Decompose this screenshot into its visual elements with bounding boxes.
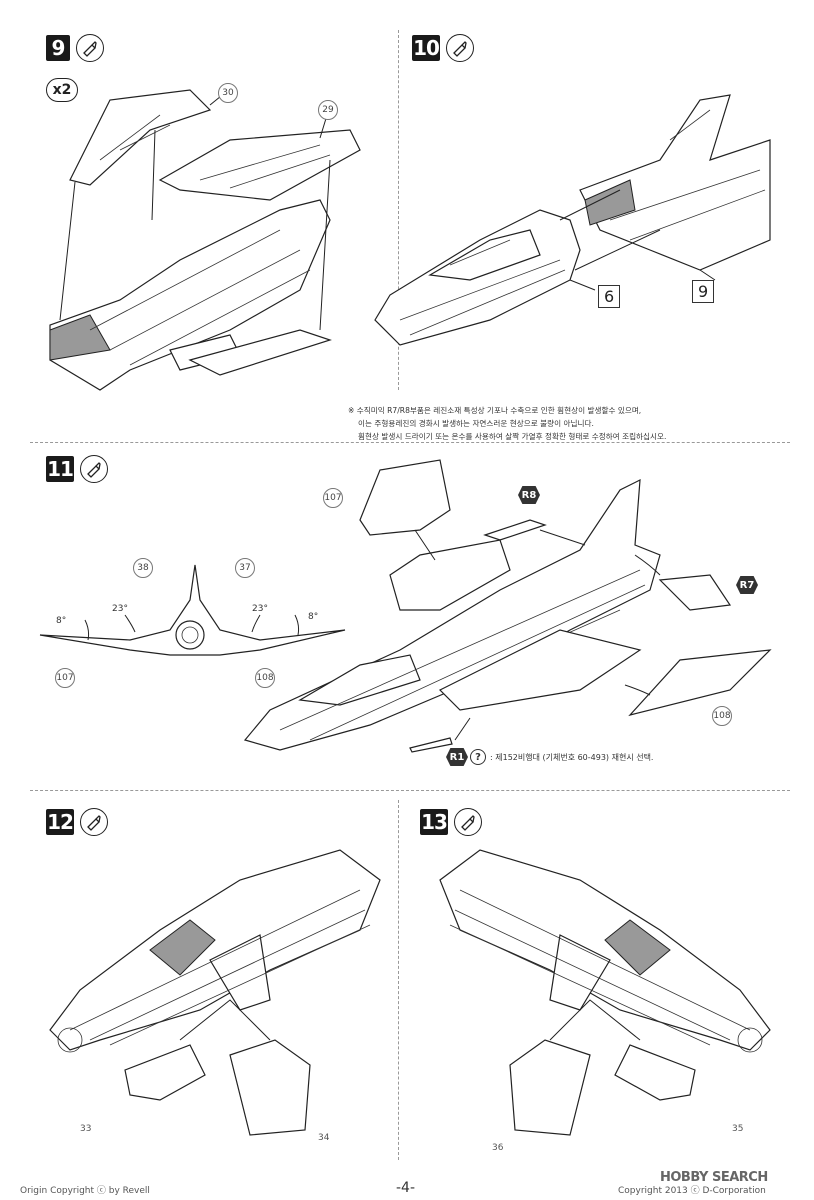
warning-line: ※ 수직미익 R7/R8부품은 레진소재 특성상 기포나 수축으로 인한 휨현상…	[348, 406, 642, 415]
page-number: -4-	[396, 1180, 416, 1196]
part-label: R7	[736, 576, 758, 594]
step-10-header: 10	[412, 34, 474, 62]
part-label: 34	[318, 1133, 330, 1143]
part-label: 36	[492, 1143, 504, 1153]
part-label: 33	[80, 1124, 92, 1134]
step-number: 10	[412, 35, 440, 61]
part-label: 108	[712, 706, 732, 726]
angle-label: 23°	[112, 604, 128, 614]
column-divider	[398, 30, 399, 390]
step-12-header: 12	[46, 808, 108, 836]
question-icon: ?	[470, 749, 486, 765]
watermark: HOBBY SEARCH	[660, 1170, 768, 1185]
front-view-illustration	[39, 564, 346, 656]
row-divider	[30, 790, 790, 791]
warning-note: ※ 수직미익 R7/R8부품은 레진소재 특성상 기포나 수축으로 인한 휨현상…	[348, 404, 666, 443]
step-13-illustration	[439, 849, 771, 1136]
column-divider	[398, 800, 399, 1160]
r1-note-text: : 제152비행대 (기체번호 60-493) 재현시 선택.	[490, 752, 654, 762]
part-label: R1	[446, 748, 468, 766]
part-label: 37	[235, 558, 255, 578]
step-9-illustration	[49, 89, 361, 391]
part-label: 107	[323, 488, 343, 508]
part-label: 30	[218, 83, 238, 103]
step-11-header: 11	[46, 455, 108, 483]
part-label: 108	[255, 668, 275, 688]
part-label: 9	[692, 280, 715, 303]
row-divider	[30, 442, 790, 443]
angle-label: 8°	[308, 612, 319, 622]
glue-tube-icon	[454, 808, 482, 836]
part-label: 38	[133, 558, 153, 578]
part-label: 29	[318, 100, 338, 120]
glue-tube-icon	[80, 455, 108, 483]
part-label: 107	[55, 668, 75, 688]
part-label: R8	[518, 486, 540, 504]
step-10-illustration	[374, 94, 771, 346]
glue-tube-icon	[76, 34, 104, 62]
step-number: 12	[46, 809, 74, 835]
step-13-header: 13	[420, 808, 482, 836]
part-label: 6	[598, 285, 621, 308]
glue-tube-icon	[446, 34, 474, 62]
warning-line: 이는 주형용레진의 경화시 발생하는 자연스러운 현상으로 불량이 아닙니다.	[358, 419, 594, 428]
step-number: 13	[420, 809, 448, 835]
part-label: 35	[732, 1124, 744, 1134]
step-number: 11	[46, 456, 74, 482]
multiplier-badge: x2	[46, 78, 78, 102]
step-number: 9	[46, 35, 70, 61]
warning-line: 휨현상 발생시 드라이기 또는 온수를 사용하여 살짝 가열후 정확한 형태로 …	[358, 432, 667, 441]
angle-label: 8°	[56, 616, 67, 626]
step-9-header: 9	[46, 34, 104, 62]
glue-tube-icon	[80, 808, 108, 836]
r1-option-note: R1 ? : 제152비행대 (기체번호 60-493) 재현시 선택.	[446, 748, 653, 766]
aircraft-assembly-illustration	[243, 459, 772, 753]
angle-label: 23°	[252, 604, 268, 614]
origin-copyright: Origin Copyright ⓒ by Revell	[20, 1186, 150, 1196]
step-12-illustration	[49, 849, 381, 1136]
copyright: Copyright 2013 ⓒ D-Corporation	[618, 1186, 766, 1196]
